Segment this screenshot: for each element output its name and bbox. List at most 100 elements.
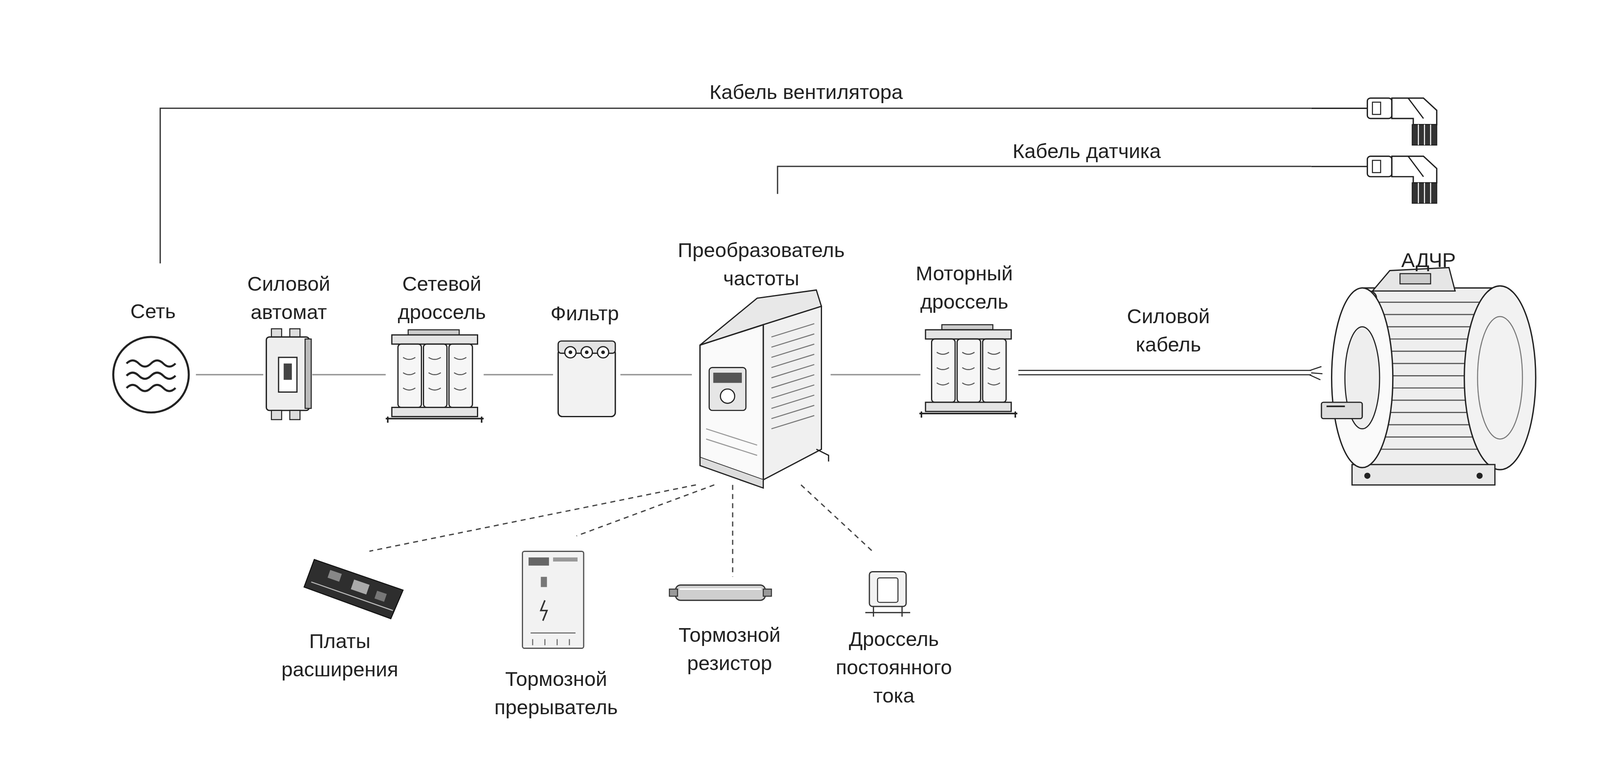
brake-chopper-icon-part [530, 632, 576, 645]
dc-choke-icon-part [877, 577, 899, 603]
wire-connector [777, 166, 1312, 194]
component-label: Тормозной прерыватель [474, 664, 638, 721]
connector-plug-part [1372, 160, 1381, 173]
connector-plug [1311, 98, 1437, 146]
breaker-icon-part [305, 338, 312, 409]
brake-resistor-icon-part [679, 587, 761, 590]
filter-icon-part [558, 349, 615, 417]
mains-symbol [113, 336, 189, 413]
connector-plug-part [1391, 98, 1437, 125]
expansion-board-icon [303, 559, 403, 619]
brake-chopper-icon-part [528, 557, 549, 566]
connector-line [195, 373, 264, 376]
brake-chopper-icon-part [540, 576, 548, 588]
connector-plug-part [1311, 107, 1368, 109]
brake-chopper-icon [522, 550, 584, 648]
connector-line [576, 484, 715, 536]
connector-plug-part [1372, 102, 1381, 115]
converter-icon-part [816, 449, 829, 462]
expansion-board-icon-part [374, 590, 388, 602]
wire-connector [483, 374, 554, 375]
connector-plug-part [1408, 98, 1424, 119]
component-label: Тормозной резистор [663, 620, 796, 677]
component-node: Дроссель постоянного тока [851, 550, 939, 713]
connector-line [312, 373, 386, 376]
component-label: Платы расширения [273, 626, 407, 684]
brake-chopper-icon-part [553, 557, 578, 562]
breaker-icon-part [278, 357, 297, 392]
wire-connector [830, 374, 921, 375]
power-cable [1018, 372, 1312, 373]
breaker-icon-part [289, 410, 301, 420]
cable-label: Кабель вентилятора [709, 77, 903, 107]
component-label: Сеть [112, 296, 194, 326]
component-label: Сетевой дроссель [380, 269, 503, 326]
converter-icon-part [763, 306, 822, 480]
wire-connector [620, 374, 692, 375]
option-link [369, 484, 696, 552]
motor-illustration-part [1477, 316, 1523, 439]
component-node: Тормозной резистор [668, 576, 791, 679]
component-node: Фильтр [553, 296, 621, 421]
motor-illustration-part [1476, 472, 1483, 479]
motor-illustration-part [1400, 273, 1431, 284]
brake-chopper-icon-part [540, 600, 548, 621]
brake-chopper-icon-part [522, 550, 584, 648]
connector-line [732, 484, 734, 577]
component-node: Сетевой дроссель [385, 267, 484, 426]
dc-choke-icon-part [865, 606, 911, 617]
cable-sheath [1018, 369, 1312, 376]
converter-icon-part [700, 457, 764, 489]
connector-plug-part [1418, 124, 1431, 146]
converter-icon-part [713, 372, 742, 383]
connector-plug-part [1408, 156, 1424, 177]
connector-line [777, 166, 1312, 194]
filter-icon-part [581, 346, 593, 358]
breaker-icon [266, 328, 312, 420]
connector-line [620, 373, 692, 376]
brake-resistor-icon-part [675, 584, 766, 600]
cable-label: Силовой кабель [1112, 301, 1225, 359]
connector-plug-part [1391, 156, 1437, 183]
motor-choke-icon [919, 324, 1018, 418]
component-label: Преобразователь частоты [664, 235, 859, 293]
wire-connector [312, 374, 386, 375]
connector-plug-part [1412, 124, 1437, 146]
connector-plug-part [1412, 182, 1437, 204]
filter-icon [558, 340, 615, 417]
breaker-icon-part [283, 363, 292, 380]
component-label: Дроссель постоянного тока [822, 624, 966, 710]
motor-illustration-part [1364, 472, 1371, 479]
option-link [800, 484, 873, 552]
converter-icon-part [706, 428, 758, 456]
component-node: АДЧР [1311, 86, 1541, 496]
filter-icon-part [601, 350, 605, 354]
expansion-board-icon-part [350, 579, 370, 595]
connector-line [483, 373, 554, 376]
component-node: Преобразователь частоты [691, 193, 831, 485]
breaker-icon-part [266, 336, 310, 411]
expansion-board-icon-part [303, 559, 403, 619]
motor-illustration-part [1352, 464, 1496, 485]
brake-resistor-icon [669, 584, 772, 600]
option-link [576, 484, 715, 536]
component-node: Силовой автомат [263, 267, 313, 421]
component-label: АДЧР [1387, 245, 1470, 275]
motor-illustration-part [1464, 285, 1536, 470]
dc-choke-icon-part [869, 571, 907, 607]
brake-resistor-icon-part [669, 588, 678, 596]
converter-icon-part [709, 367, 746, 411]
connector-plug [1311, 156, 1437, 204]
motor-illustration-part [1321, 402, 1363, 419]
cable-label: Кабель датчика [1012, 136, 1161, 166]
option-link [732, 484, 734, 577]
line-choke-icon [385, 329, 484, 423]
brake-resistor-icon-part [763, 588, 772, 596]
converter-icon-part [700, 324, 764, 480]
mains-symbol-part [126, 360, 176, 392]
